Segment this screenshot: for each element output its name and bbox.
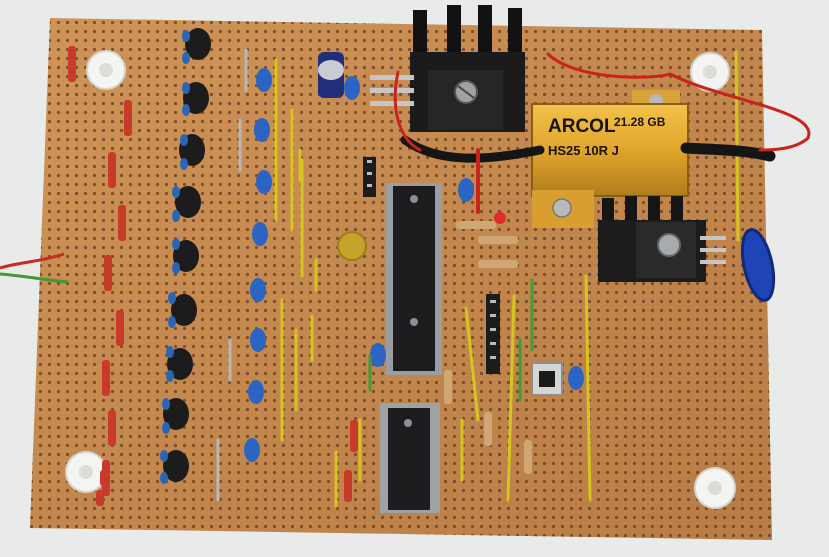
red-resistor — [104, 255, 112, 291]
jumper-wire — [464, 306, 480, 422]
transistor — [163, 450, 189, 482]
small-capacitor — [162, 422, 170, 434]
red-resistor — [108, 152, 116, 188]
red-resistor — [116, 310, 124, 346]
power-cables — [393, 52, 811, 214]
red-resistor — [100, 470, 108, 486]
electrolytic-capacitor — [318, 52, 344, 98]
small-resistors — [444, 221, 532, 474]
blue-capacitor — [568, 366, 584, 390]
transistor — [171, 294, 197, 326]
push-button — [531, 362, 563, 396]
small-capacitor — [182, 104, 190, 116]
red-resistor — [68, 46, 76, 82]
red-resistor — [350, 420, 358, 452]
blue-capacitor — [256, 170, 272, 194]
small-capacitor — [180, 158, 188, 170]
disc-capacitor — [740, 228, 776, 302]
power-resistor: ARCOL 21.28 GB HS25 10R J — [531, 90, 689, 228]
blue-capacitor — [256, 68, 272, 92]
small-capacitor — [168, 292, 176, 304]
transistor — [167, 348, 193, 380]
red-resistor-column — [68, 46, 358, 506]
red-resistor — [108, 410, 116, 446]
jumper-wire — [506, 294, 516, 502]
small-capacitor — [160, 472, 168, 484]
blue-capacitor — [254, 118, 270, 142]
yellow-capacitor — [337, 231, 367, 261]
top-heatsink — [370, 5, 525, 132]
small-capacitor — [172, 186, 180, 198]
red-resistor — [344, 470, 352, 502]
input-wires — [0, 252, 69, 284]
red-resistor — [118, 205, 126, 241]
jumper-wires — [216, 48, 740, 508]
small-capacitor — [166, 346, 174, 358]
red-resistor — [124, 100, 132, 136]
small-capacitor — [168, 316, 176, 328]
small-capacitor — [182, 52, 190, 64]
resistor-value: 21.28 GB — [614, 115, 666, 129]
small-capacitor — [166, 370, 174, 382]
small-capacitor — [172, 238, 180, 250]
small-capacitor — [182, 30, 190, 42]
red-resistor — [96, 490, 104, 506]
small-capacitor — [172, 262, 180, 274]
transistor — [173, 240, 199, 272]
blue-capacitor — [248, 380, 264, 404]
blue-capacitor — [244, 438, 260, 462]
blue-capacitor — [250, 328, 266, 352]
small-capacitor — [172, 210, 180, 222]
blue-capacitor — [252, 222, 268, 246]
resistor-model: HS25 10R J — [548, 143, 619, 158]
small-capacitor — [180, 134, 188, 146]
resistor-brand: ARCOL — [548, 116, 616, 137]
ic-16-pin — [380, 403, 440, 513]
small-capacitor — [160, 450, 168, 462]
ic-28-pin — [386, 183, 442, 375]
pin-header-right — [486, 294, 500, 374]
blue-capacitor — [458, 178, 474, 202]
red-led — [494, 212, 506, 224]
pin-header-top — [363, 157, 376, 197]
transistor — [185, 28, 211, 60]
blue-capacitors — [244, 68, 584, 462]
transistor — [175, 186, 201, 218]
blue-capacitor — [250, 278, 266, 302]
blue-capacitor — [344, 76, 360, 100]
transistor-column — [160, 28, 211, 484]
red-resistor — [102, 360, 110, 396]
blue-capacitor — [370, 343, 386, 367]
jumper-wire — [584, 274, 592, 502]
small-capacitor — [182, 82, 190, 94]
right-heatsink — [598, 196, 726, 282]
small-capacitor — [162, 398, 170, 410]
